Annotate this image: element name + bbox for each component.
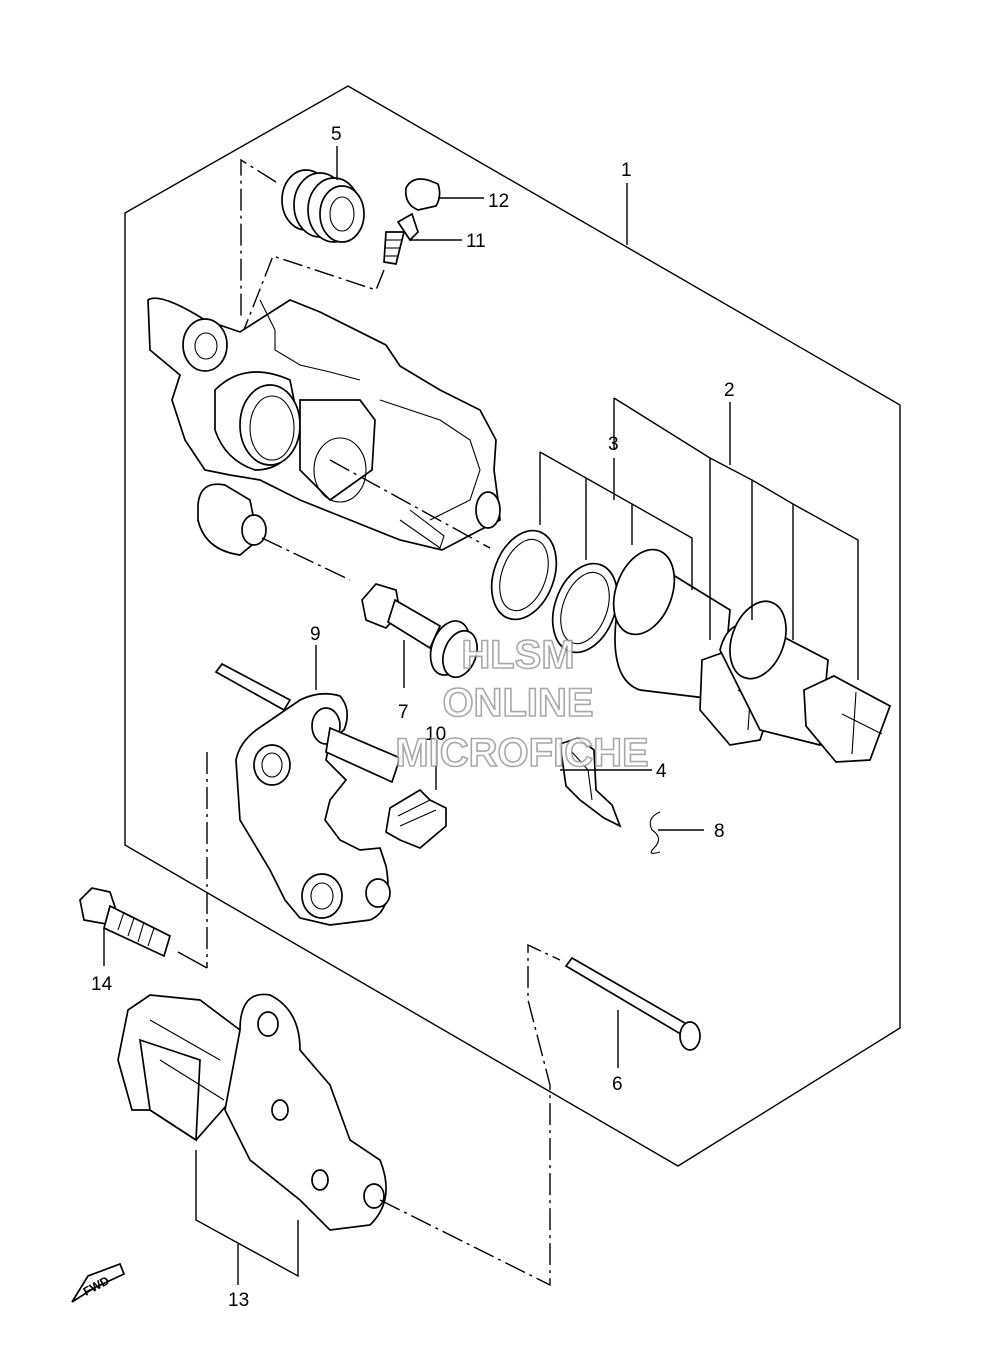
callout-10: 10 — [425, 724, 446, 745]
pin-bolt-part — [361, 583, 478, 679]
flange-bolt-part — [79, 887, 172, 958]
callout-6: 6 — [612, 1074, 623, 1095]
dust-seal-part — [551, 562, 619, 654]
retaining-clip-part — [649, 811, 661, 854]
piston-boot-part — [281, 169, 365, 243]
forward-direction-badge: FWD — [71, 1262, 126, 1303]
bleeder-valve-part — [383, 212, 419, 265]
callout-1: 1 — [621, 160, 632, 181]
svg-text:ONLINE: ONLINE — [442, 681, 593, 725]
piston-seal-part — [490, 529, 558, 621]
piston-part-2 — [719, 600, 892, 763]
callout-9: 9 — [310, 624, 321, 645]
svg-text:HLSM: HLSM — [461, 633, 574, 677]
pad-pin-part — [564, 956, 701, 1051]
brake-pad-part-2 — [224, 993, 387, 1231]
svg-text:MICROFICHE: MICROFICHE — [395, 731, 648, 775]
caliper-body-part — [147, 297, 501, 556]
assembly-boundary — [124, 85, 901, 1167]
caliper-bracket-part — [214, 662, 402, 926]
bleeder-cap-part — [404, 178, 441, 211]
callout-13: 13 — [228, 1290, 249, 1311]
brake-pad-part — [117, 994, 241, 1142]
callout-5: 5 — [331, 124, 342, 145]
pad-spring-part — [385, 788, 447, 849]
callout-7: 7 — [398, 702, 409, 723]
callout-11: 11 — [466, 231, 486, 252]
callout-4: 4 — [656, 761, 667, 782]
watermark: HLSM ONLINE MICROFICHE — [395, 632, 650, 776]
callout-14: 14 — [91, 974, 113, 995]
callout-8: 8 — [714, 821, 725, 842]
callout-2: 2 — [724, 380, 735, 401]
callout-3: 3 — [608, 434, 619, 455]
callout-12: 12 — [488, 191, 509, 212]
